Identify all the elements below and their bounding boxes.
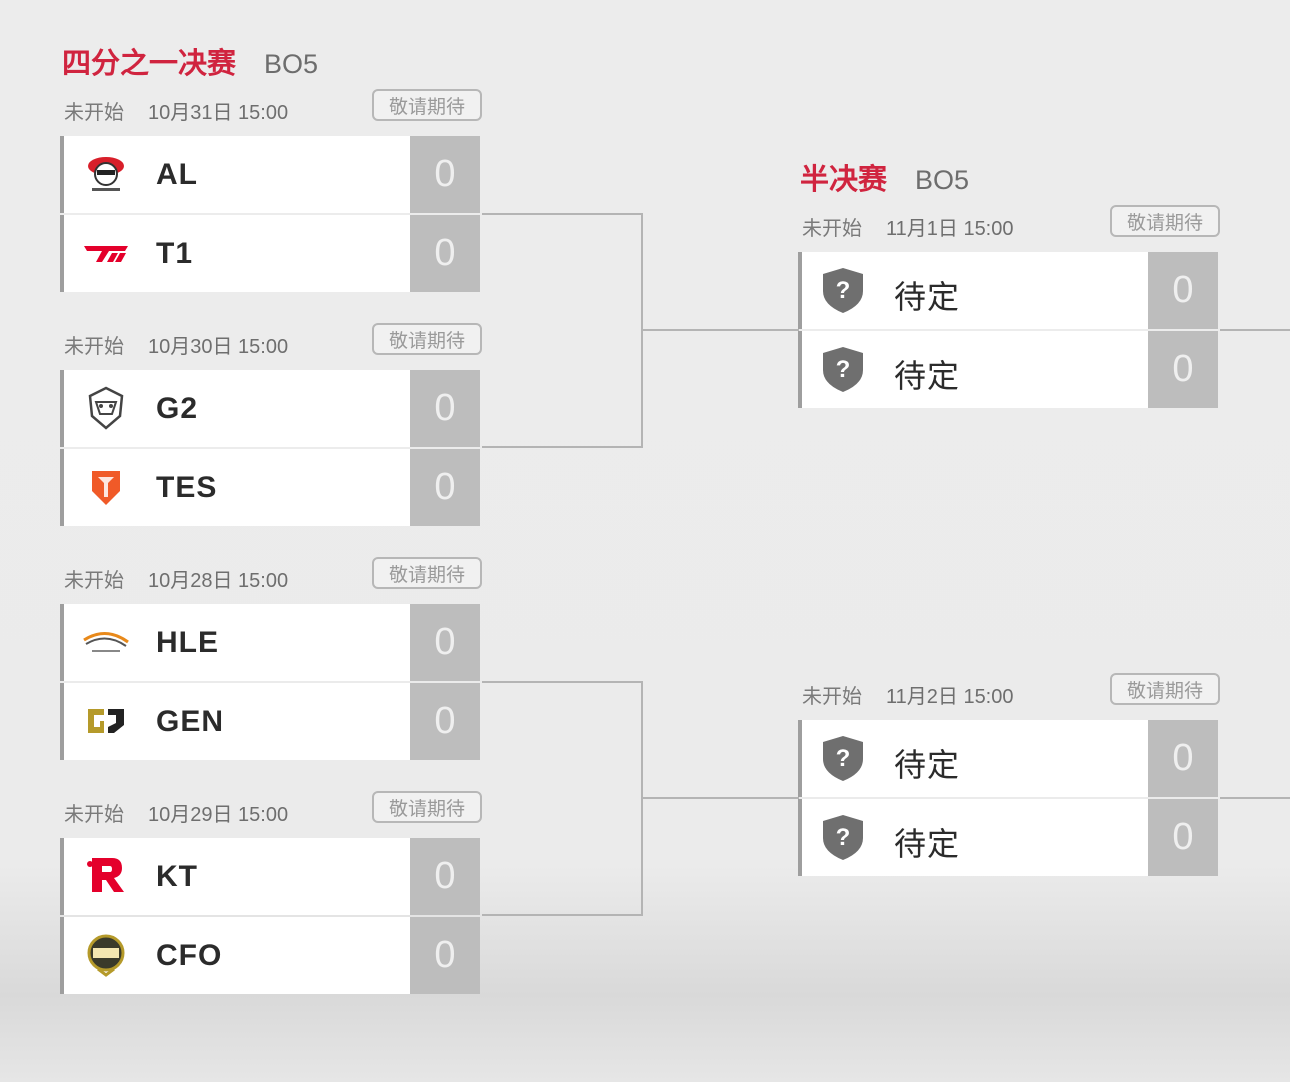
quarterfinal-title: 四分之一决赛 BO5 — [62, 40, 318, 82]
unknown-shield-icon: ? — [818, 811, 868, 863]
team-row[interactable]: CFO 0 — [60, 917, 480, 994]
match-meta: 未开始 10月30日 15:00 敬请期待 — [62, 323, 482, 361]
team-row[interactable]: AL 0 — [60, 136, 480, 213]
team-score: 0 — [410, 604, 480, 681]
match-card[interactable]: ? 待定 0 ? 待定 0 — [798, 252, 1218, 408]
match-card[interactable]: G2 0 TES 0 — [60, 370, 480, 526]
unknown-shield-icon: ? — [818, 264, 868, 316]
team-score: 0 — [1148, 252, 1218, 329]
unknown-shield-icon: ? — [818, 343, 868, 395]
svg-text:?: ? — [836, 824, 851, 851]
team-name: GEN — [156, 705, 225, 738]
match-status: 未开始 — [802, 686, 862, 708]
team-name: G2 — [156, 392, 199, 425]
team-score: 0 — [410, 449, 480, 526]
hle-logo-icon — [82, 618, 130, 666]
match-card[interactable]: ? 待定 0 ? 待定 0 — [798, 720, 1218, 876]
team-row[interactable]: ? 待定 0 — [798, 799, 1218, 876]
bracket-connector — [1220, 797, 1290, 799]
team-name: AL — [156, 158, 198, 191]
team-row[interactable]: GEN 0 — [60, 683, 480, 760]
team-name: 待定 — [894, 358, 961, 394]
stage-name: 半决赛 — [800, 164, 888, 196]
bracket-connector — [641, 797, 799, 799]
stage-format: BO5 — [915, 165, 970, 195]
stay-tuned-button[interactable]: 敬请期待 — [372, 89, 482, 121]
al-logo-icon — [82, 150, 130, 198]
match-date: 10月29日 15:00 — [148, 804, 289, 826]
team-score: 0 — [1148, 331, 1218, 408]
team-name: CFO — [156, 939, 223, 972]
match-date: 10月28日 15:00 — [148, 570, 289, 592]
match-card[interactable]: HLE 0 GEN 0 — [60, 604, 480, 760]
match-status: 未开始 — [64, 102, 124, 124]
team-row[interactable]: KT 0 — [60, 838, 480, 915]
match-meta: 未开始 11月1日 15:00 敬请期待 — [800, 205, 1220, 243]
gen-logo-icon — [82, 697, 130, 745]
match-status: 未开始 — [64, 804, 124, 826]
team-name: 待定 — [894, 279, 961, 315]
team-row[interactable]: ? 待定 0 — [798, 720, 1218, 797]
match-date: 10月31日 15:00 — [148, 102, 289, 124]
svg-text:?: ? — [836, 277, 851, 304]
team-score: 0 — [410, 917, 480, 994]
match-status: 未开始 — [64, 336, 124, 358]
team-row[interactable]: ? 待定 0 — [798, 331, 1218, 408]
match-card[interactable]: KT 0 CFO 0 — [60, 838, 480, 994]
match-meta: 未开始 10月29日 15:00 敬请期待 — [62, 791, 482, 829]
bracket-connector — [482, 213, 642, 215]
stay-tuned-button[interactable]: 敬请期待 — [372, 791, 482, 823]
t1-logo-icon — [82, 229, 130, 277]
team-row[interactable]: HLE 0 — [60, 604, 480, 681]
match-status: 未开始 — [802, 218, 862, 240]
team-score: 0 — [410, 683, 480, 760]
svg-text:?: ? — [836, 356, 851, 383]
stay-tuned-button[interactable]: 敬请期待 — [372, 557, 482, 589]
bracket-connector — [1220, 329, 1290, 331]
stage-name: 四分之一决赛 — [62, 48, 237, 80]
team-name: 待定 — [894, 747, 961, 783]
unknown-shield-icon: ? — [818, 732, 868, 784]
match-date: 10月30日 15:00 — [148, 336, 289, 358]
team-score: 0 — [410, 838, 480, 915]
cfo-logo-icon — [82, 931, 130, 979]
semifinal-title: 半决赛 BO5 — [800, 156, 969, 198]
bracket-connector — [641, 329, 799, 331]
team-score: 0 — [1148, 799, 1218, 876]
svg-text:?: ? — [836, 745, 851, 772]
team-name: T1 — [156, 237, 194, 270]
stay-tuned-button[interactable]: 敬请期待 — [1110, 205, 1220, 237]
match-meta: 未开始 10月31日 15:00 敬请期待 — [62, 89, 482, 127]
g2-logo-icon — [82, 384, 130, 432]
team-row[interactable]: T1 0 — [60, 215, 480, 292]
tes-logo-icon — [82, 463, 130, 511]
team-score: 0 — [410, 215, 480, 292]
match-card[interactable]: AL 0 T1 0 — [60, 136, 480, 292]
team-score: 0 — [1148, 720, 1218, 797]
team-name: KT — [156, 860, 198, 893]
team-name: TES — [156, 471, 218, 504]
match-date: 11月2日 15:00 — [886, 686, 1014, 708]
stay-tuned-button[interactable]: 敬请期待 — [372, 323, 482, 355]
match-meta: 未开始 10月28日 15:00 敬请期待 — [62, 557, 482, 595]
match-meta: 未开始 11月2日 15:00 敬请期待 — [800, 673, 1220, 711]
team-score: 0 — [410, 136, 480, 213]
team-row[interactable]: ? 待定 0 — [798, 252, 1218, 329]
stay-tuned-button[interactable]: 敬请期待 — [1110, 673, 1220, 705]
kt-logo-icon — [82, 852, 130, 900]
team-name: HLE — [156, 626, 219, 659]
stage-format: BO5 — [264, 49, 319, 79]
bracket-connector — [482, 681, 642, 683]
match-date: 11月1日 15:00 — [886, 218, 1014, 240]
team-row[interactable]: TES 0 — [60, 449, 480, 526]
match-status: 未开始 — [64, 570, 124, 592]
bracket-connector — [482, 446, 642, 448]
team-name: 待定 — [894, 826, 961, 862]
bracket-connector — [482, 914, 642, 916]
team-row[interactable]: G2 0 — [60, 370, 480, 447]
team-score: 0 — [410, 370, 480, 447]
